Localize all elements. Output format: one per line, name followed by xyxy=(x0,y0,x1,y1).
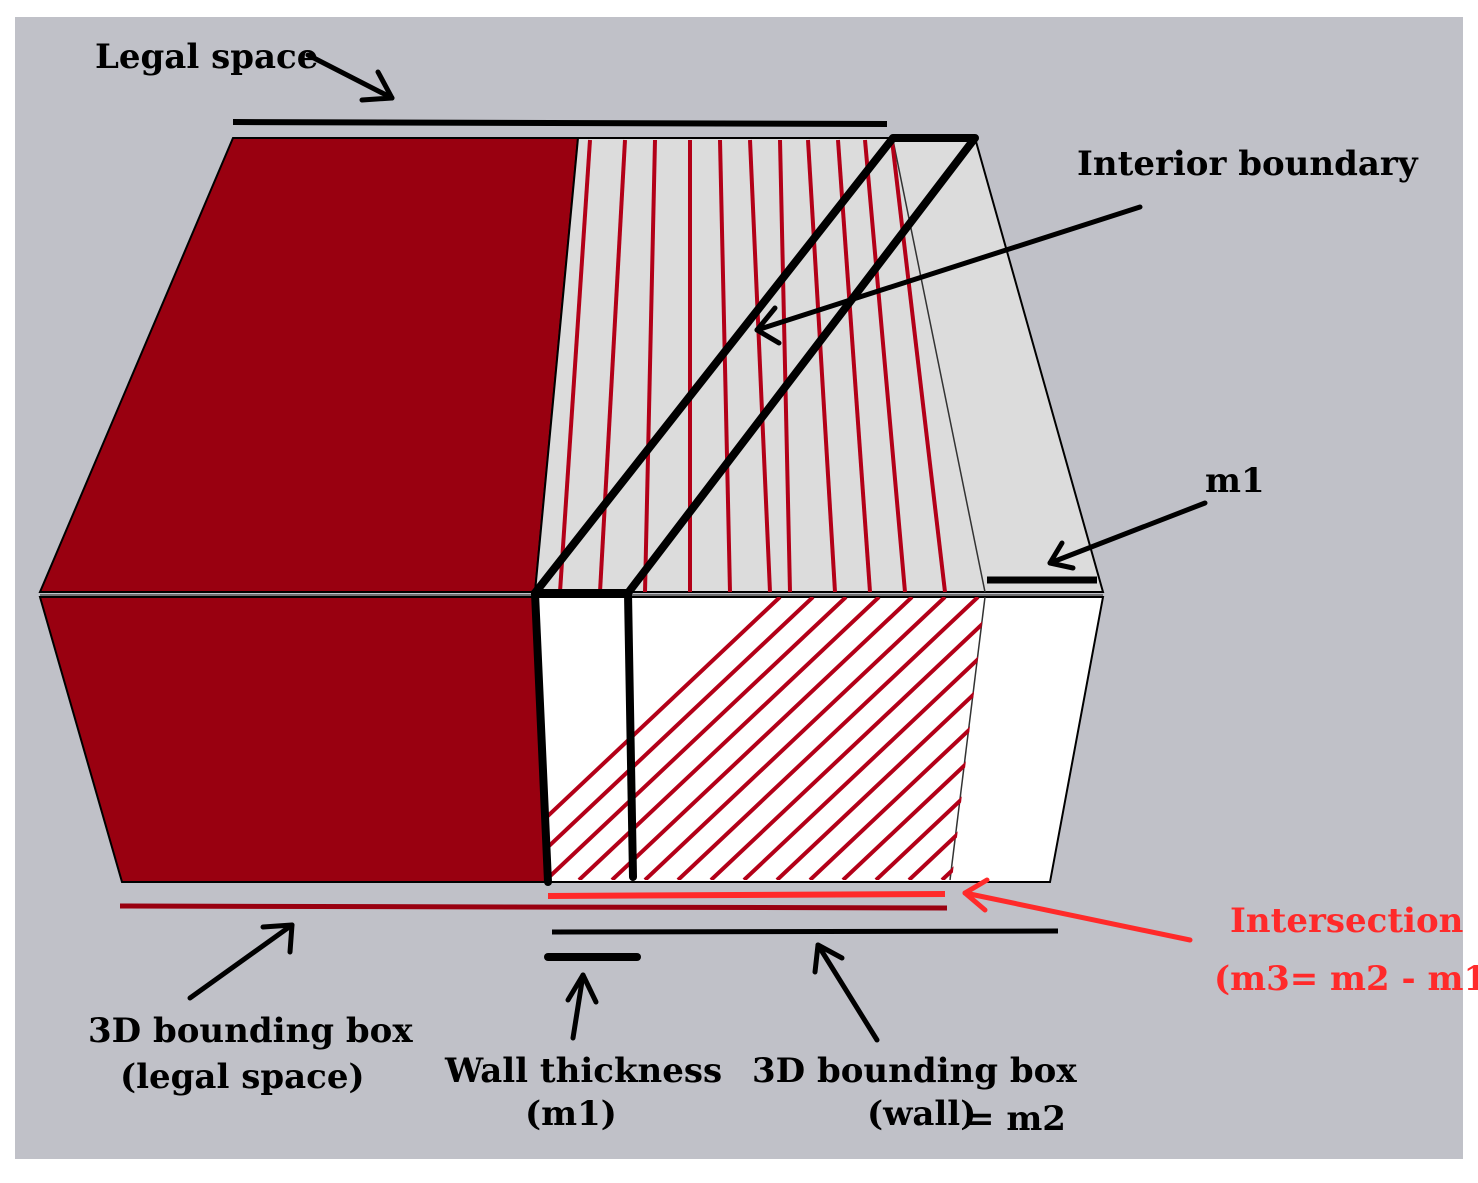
m1-arrow xyxy=(1047,500,1208,571)
wall-thickness-label-line2: (m1) xyxy=(525,1094,617,1134)
bbox-wall-line xyxy=(551,928,1059,935)
hatch-line xyxy=(890,139,947,592)
hatch-line xyxy=(558,139,592,592)
interior-boundary-outline xyxy=(531,134,979,886)
hatch-line xyxy=(836,139,872,592)
hatch-line xyxy=(874,597,985,880)
wall-thickness-label-line1: Wall thickness xyxy=(444,1051,722,1091)
hatch-line xyxy=(863,139,907,592)
wall-top-face xyxy=(533,137,1105,593)
hatch-line xyxy=(742,597,985,880)
legal-space-front-face xyxy=(38,596,550,883)
hatch-line xyxy=(748,139,772,592)
legal-space-label: Legal space xyxy=(95,37,318,77)
hatch-line xyxy=(806,139,837,592)
legal-space-extent-line xyxy=(232,119,888,127)
bbox-legal-space-arrow xyxy=(187,922,295,1001)
hatch-line xyxy=(709,597,985,880)
bbox-wall-label-line2: (wall) xyxy=(867,1094,976,1134)
intersection-formula-label: (m3= m2 - m1) xyxy=(1214,959,1478,999)
wall-thickness-arrow xyxy=(565,972,599,1041)
m1-label: m1 xyxy=(1205,461,1265,501)
intersection-line xyxy=(547,891,946,899)
hatch-line xyxy=(643,139,657,592)
legal-space-arrow xyxy=(305,52,395,103)
interior-boundary-arrow xyxy=(754,204,1143,346)
hatch-line xyxy=(535,597,815,880)
hatch-line xyxy=(718,139,732,592)
hatch-line xyxy=(841,597,985,880)
intersection-hatch-front xyxy=(535,597,985,880)
bbox-legal-space-label-line2: (legal space) xyxy=(120,1057,365,1097)
hatch-line xyxy=(775,597,985,880)
bbox-legal-space-label-line1: 3D bounding box xyxy=(88,1011,413,1051)
intersection-label: Intersection xyxy=(1230,901,1463,941)
hatch-line xyxy=(544,597,848,880)
hatch-line xyxy=(598,139,627,592)
wall-inner-edge-top xyxy=(892,139,986,593)
hatch-line xyxy=(808,597,985,880)
bbox-legal-space-line xyxy=(119,903,948,911)
wall-inner-edge-front xyxy=(949,596,986,881)
intersection-arrow xyxy=(962,877,1193,943)
bbox-wall-arrow xyxy=(812,942,880,1043)
hatch-line xyxy=(676,597,980,880)
interior-boundary-label: Interior boundary xyxy=(1077,144,1419,184)
bbox-wall-label-line1: 3D bounding box xyxy=(752,1051,1077,1091)
hatch-line xyxy=(643,597,947,880)
hatch-line xyxy=(610,597,914,880)
hatch-line xyxy=(778,139,792,592)
bbox-wall-label-suffix: = m2 xyxy=(966,1099,1066,1139)
